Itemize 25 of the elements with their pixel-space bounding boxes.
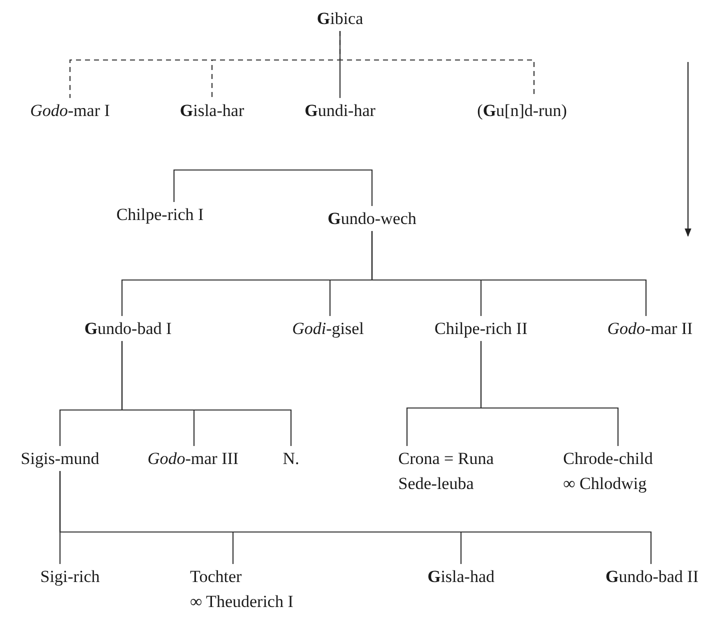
person-name: Godo-mar II xyxy=(607,316,693,341)
person-name: Gundi-har xyxy=(304,98,376,123)
person-name: Crona = Runa Sede-leuba xyxy=(398,446,494,496)
family-line xyxy=(371,231,647,316)
person-name: Gisla-har xyxy=(180,98,244,123)
person-name: Chilpe-rich II xyxy=(434,316,528,341)
family-line xyxy=(59,471,652,564)
person-name: Sigi-rich xyxy=(40,564,100,589)
person-name: Sigis-mund xyxy=(20,446,100,471)
person-name: Gundo-wech xyxy=(328,206,416,231)
person-name: Gundo-bad II xyxy=(606,564,698,589)
person-name: Gundo-bad I xyxy=(84,316,172,341)
person-name: Godi-gisel xyxy=(292,316,364,341)
person-name: Chilpe-rich I xyxy=(116,202,204,227)
person-name: Godo-mar III xyxy=(147,446,239,471)
family-line xyxy=(173,169,373,206)
person-name: (Gu[n]d-run) xyxy=(477,98,567,123)
family-line xyxy=(121,341,292,446)
person-name: Chrode-child ∞ Chlodwig xyxy=(563,446,653,496)
person-name: Gisla-had xyxy=(427,564,495,589)
person-name: N. xyxy=(282,446,300,471)
person-name: Gibica xyxy=(316,6,364,31)
person-name: Godo-mar I xyxy=(30,98,110,123)
family-line xyxy=(480,341,619,446)
person-name: Tochter ∞ Theuderich I xyxy=(190,564,294,614)
